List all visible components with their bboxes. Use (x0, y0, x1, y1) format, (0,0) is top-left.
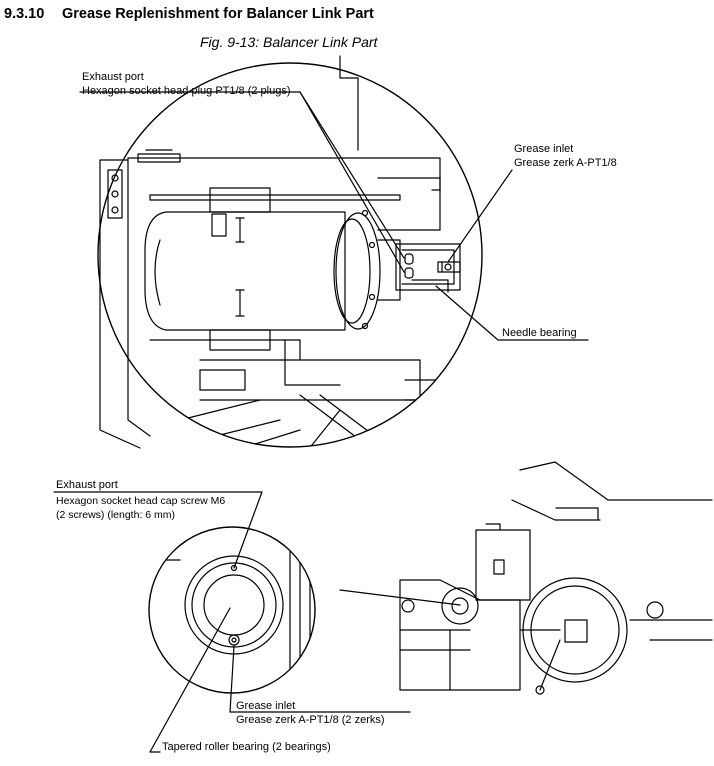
cylinder-mark (235, 289, 245, 317)
label-grease-inlet-top: Grease inlet (514, 143, 574, 155)
top-view-drawing (79, 55, 589, 449)
label-exhaust-plug-spec: Hexagon socket head plug PT1/8 (2 plugs) (82, 85, 291, 97)
upper-arm (511, 461, 713, 521)
flange-bolt (361, 322, 369, 330)
leader-needle-bearing (435, 285, 589, 341)
label-needle-bearing: Needle bearing (502, 327, 577, 339)
frame-hole (111, 190, 119, 198)
flange-bolt (368, 293, 376, 301)
flange-bolt (361, 209, 369, 217)
detail-housing-edge (289, 527, 311, 693)
label-exhaust-screw-count: (2 screws) (length: 6 mm) (56, 509, 176, 521)
arm-joint (555, 507, 599, 521)
label-grease-zerk-spec: Grease zerk A-PT1/8 (514, 157, 617, 169)
side-plate (404, 379, 471, 401)
rod-end (377, 239, 401, 301)
exhaust-screw (230, 564, 238, 572)
section-title: Grease Replenishment for Balancer Link P… (62, 6, 374, 22)
label-grease-zerk-bottom-spec: Grease zerk A-PT1/8 (2 zerks) (236, 714, 385, 726)
robot-overview-drawing (339, 461, 713, 695)
column-edge (339, 55, 359, 151)
base-lines (399, 629, 471, 691)
lower-base (399, 579, 521, 691)
label-grease-inlet-bottom: Grease inlet (236, 700, 296, 712)
cylinder-end (154, 239, 161, 306)
upper-block (377, 177, 441, 231)
frame-hole (111, 206, 119, 214)
exhaust-plug (404, 253, 414, 265)
eyebolt (646, 601, 664, 619)
leader-tapered-bearing (149, 607, 231, 753)
bearing-callout-inner (451, 597, 469, 615)
cylinder-slot (211, 213, 227, 237)
callout-line (339, 589, 461, 606)
leader-grease-inlet-bottom (229, 645, 411, 713)
grease-zerk (437, 261, 461, 273)
grease-zerk-bottom (228, 634, 240, 646)
balancer-end-square (564, 619, 588, 643)
section-number: 9.3.10 (4, 6, 45, 22)
leader-grease-inlet (447, 169, 513, 263)
figure-caption: Fig. 9-13: Balancer Link Part (200, 34, 378, 50)
grease-zerk-bottom-center (231, 637, 237, 643)
upper-rail (149, 194, 401, 201)
top-detail-circle (97, 62, 483, 448)
motor-block (475, 529, 531, 601)
hose-line (539, 639, 561, 691)
leader-exhaust-2 (299, 91, 405, 273)
leader-exhaust-bottom (53, 491, 263, 569)
balancer-cylinder (144, 211, 346, 331)
cylinder-bottom-clamp (209, 329, 271, 351)
label-exhaust-screw-spec: Hexagon socket head cap screw M6 (56, 495, 226, 507)
hose-fitting (535, 685, 545, 695)
top-bracket (137, 149, 181, 163)
cylinder-flange-inner (333, 218, 371, 324)
cylinder-top-clamp (209, 187, 271, 213)
bearing-inner-ring (203, 574, 265, 636)
label-exhaust-port-top: Exhaust port (82, 71, 144, 83)
exhaust-plug (404, 267, 414, 279)
motor-terminal (493, 559, 505, 575)
label-tapered-roller-bearing: Tapered roller bearing (2 bearings) (162, 741, 331, 753)
lower-block (199, 369, 246, 391)
link-housing-inner (401, 249, 455, 285)
motor-cap (485, 523, 501, 531)
cylinder-flange (335, 212, 381, 330)
needle-bearing-edge (411, 279, 449, 293)
label-exhaust-port-bottom: Exhaust port (56, 479, 118, 491)
right-arm (629, 619, 713, 641)
lower-link (299, 394, 381, 447)
bearing-callout-circle (441, 587, 479, 625)
eyebolt (401, 599, 415, 613)
link-housing (395, 243, 461, 291)
grease-zerk-nipple (444, 263, 452, 271)
hose (284, 339, 341, 386)
cylinder-mark (235, 217, 245, 243)
flange-bolt (368, 241, 376, 249)
bottom-detail-circle (148, 526, 316, 694)
section-heading: 9.3.10 Grease Replenishment for Balancer … (4, 6, 374, 22)
